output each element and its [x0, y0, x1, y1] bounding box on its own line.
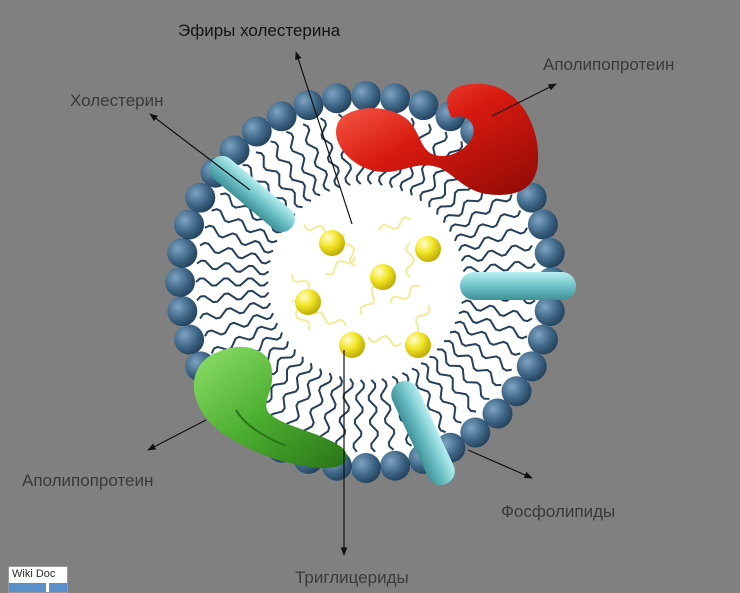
phospholipid-head — [167, 296, 198, 327]
phospholipid-head — [174, 324, 205, 355]
label-cholesterol: Холестерин — [70, 91, 164, 110]
phospholipid-head — [516, 351, 547, 382]
phospholipid-tail — [204, 312, 274, 337]
phospholipid-tail — [196, 289, 270, 304]
phospholipid-tail — [460, 244, 533, 262]
phospholipid-tail — [453, 210, 522, 242]
phospholipid-tail — [352, 379, 365, 453]
triglyceride-bead — [319, 230, 345, 256]
phospholipid-tail — [196, 259, 270, 276]
phospholipid-head — [408, 90, 439, 121]
phospholipid-tail — [449, 194, 513, 232]
phospholipid-head — [527, 324, 558, 355]
phospholipid-tail — [255, 151, 303, 209]
phospholipid-tail — [270, 140, 312, 202]
phospholipid-tail — [284, 368, 323, 433]
phospholipid-tail — [367, 379, 379, 453]
apolipoprotein-green-fold — [235, 409, 287, 447]
phospholipid-tail — [443, 339, 502, 387]
ester-chain — [378, 216, 412, 232]
phospholipid-head — [534, 237, 565, 268]
phospholipid-head — [460, 417, 491, 448]
phospholipid-head — [351, 81, 381, 111]
arrow-cholesterol — [149, 113, 251, 191]
phospholipid-tail — [210, 322, 279, 354]
triglyceride-bead — [370, 264, 396, 290]
phospholipid-head — [241, 116, 272, 147]
arrow-apolipoprotein-top — [491, 83, 557, 117]
cholesterol-rod-lower-right — [391, 380, 455, 486]
phospholipid-tail — [454, 320, 521, 356]
phospholipid-tail — [462, 260, 536, 275]
cholesterol-rod-right — [460, 272, 576, 300]
watermark-bar-gap — [46, 583, 49, 592]
phospholipid-head — [321, 83, 352, 114]
ester-chain — [367, 335, 403, 347]
phospholipid-head — [351, 453, 381, 483]
phospholipid-head — [174, 209, 205, 240]
phospholipid-tail — [458, 227, 528, 252]
phospholipid-head — [185, 182, 216, 213]
phospholipid-tail — [317, 375, 344, 447]
apolipoprotein-green — [193, 346, 347, 469]
watermark-text: Wiki Doc — [12, 568, 56, 580]
wikidoc-watermark: Wiki Doc — [8, 566, 68, 593]
phospholipid-head — [516, 182, 547, 213]
arrow-cholesterol-esters — [295, 51, 353, 225]
label-apolipoprotein-top: Аполипопротеин — [543, 55, 674, 74]
phospholipid-head — [501, 376, 532, 407]
phospholipid-tail — [204, 224, 274, 254]
phospholipid-tail — [411, 367, 446, 434]
triglyceride-bead — [295, 289, 321, 315]
triglyceride-beads — [295, 230, 441, 358]
phospholipid-head — [482, 398, 513, 429]
phospholipid-tail — [302, 123, 331, 192]
label-apolipoprotein-bottom: Аполипопротеин — [22, 471, 153, 490]
phospholipid-tail — [199, 302, 272, 320]
label-cholesterol-esters: Эфиры холестерина — [178, 21, 341, 40]
ester-chain — [389, 284, 420, 304]
phospholipid-tail — [420, 362, 462, 424]
phospholipid-tail — [286, 130, 321, 197]
phospholipid-head — [527, 209, 558, 240]
triglyceride-bead — [405, 332, 431, 358]
ester-chain — [313, 311, 347, 327]
label-phospholipids: Фосфолипиды — [501, 502, 615, 521]
arrow-phospholipids — [467, 449, 533, 479]
phospholipid-tail — [268, 362, 313, 423]
arrow-apolipoprotein-bottom — [147, 419, 207, 451]
phospholipid-tail — [211, 208, 278, 244]
triglyceride-bead — [339, 332, 365, 358]
triglyceride-bead — [415, 236, 441, 262]
phospholipid-tail — [195, 277, 269, 287]
phospholipid-tail — [461, 299, 533, 323]
label-triglycerides: Триглицериды — [295, 568, 409, 587]
phospholipid-head — [534, 296, 565, 327]
apolipoprotein-red — [336, 83, 539, 195]
phospholipid-head — [380, 450, 411, 481]
phospholipid-head — [165, 267, 195, 297]
phospholipid-tail — [449, 330, 512, 372]
phospholipid-head — [167, 237, 198, 268]
phospholipid-head — [293, 90, 324, 121]
ester-chain — [404, 242, 416, 278]
phospholipid-tail — [379, 377, 396, 451]
ester-chain — [411, 305, 431, 336]
phospholipid-tail — [429, 355, 477, 413]
ester-chain — [359, 284, 379, 315]
watermark-bar — [9, 583, 67, 592]
phospholipid-head — [266, 101, 297, 132]
phospholipid-tail — [437, 348, 490, 400]
phospholipid-tail — [199, 241, 271, 265]
phospholipid-head — [380, 83, 411, 114]
phospholipid-tail — [300, 372, 333, 441]
phospholipid-tail — [458, 310, 528, 340]
phospholipid-tail — [419, 141, 464, 202]
